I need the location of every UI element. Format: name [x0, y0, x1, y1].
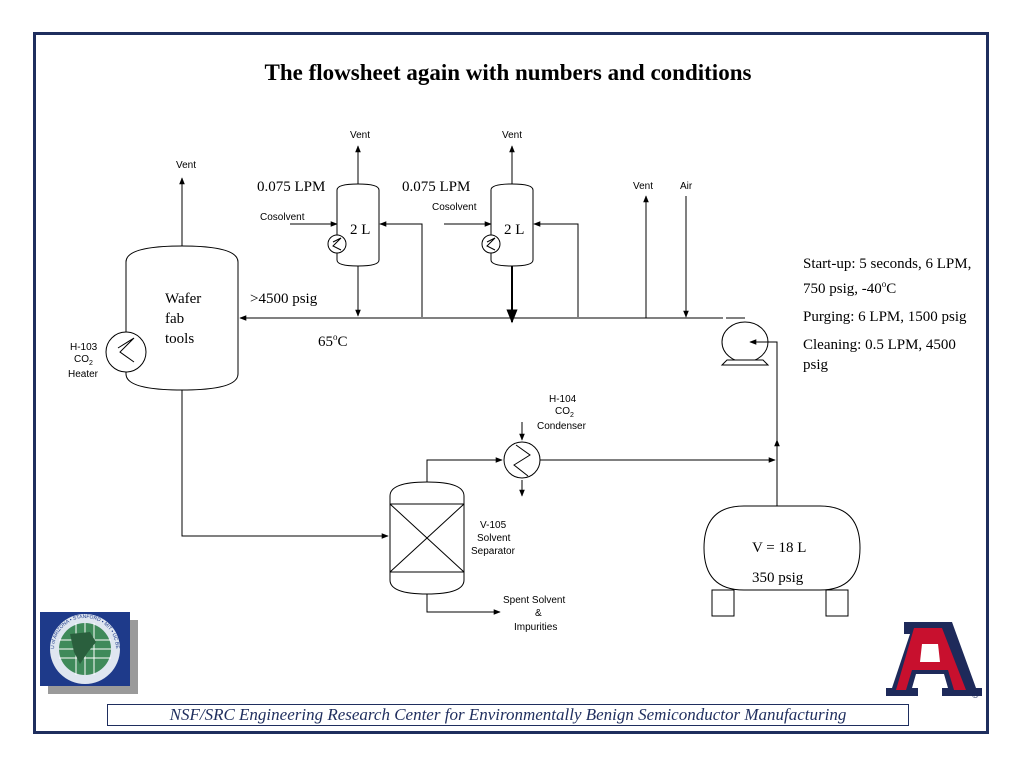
wafer-to-separator-line [181, 390, 389, 539]
spent-solvent-line [426, 594, 501, 615]
co2-storage-tank [703, 505, 861, 591]
h104-label-1: H-104 [549, 394, 577, 405]
vessel2-heater-symbol [481, 234, 501, 254]
wafer-vent-label: Vent [176, 160, 196, 171]
vessel1-cosolvent-label: Cosolvent [260, 212, 305, 223]
vessel1-return-line [379, 221, 423, 317]
vessel1-volume-label: 2 L [350, 222, 370, 238]
vessel2-return-line [533, 221, 579, 317]
vessel1-heater-symbol [327, 234, 347, 254]
vessel2-vent-label: Vent [502, 130, 522, 141]
v105-label-2: Solvent [477, 533, 511, 544]
wafer-label-3: tools [165, 331, 194, 347]
startup-note: Start-up: 5 seconds, 6 LPM, 750 psig, -4… [803, 256, 972, 297]
separator-to-condenser-line [426, 457, 503, 482]
spent-label-3: Impurities [514, 622, 557, 633]
cosolvent-vessel-2 [490, 183, 534, 267]
spent-label-1: Spent Solvent [503, 595, 565, 606]
vessel2-cosolvent-label: Cosolvent [432, 202, 477, 213]
pump-inlet-line [749, 339, 778, 440]
v105-label-1: V-105 [480, 520, 507, 531]
h104-label-3: Condenser [537, 421, 587, 432]
wafer-label-1: Wafer [165, 291, 201, 307]
vessel1-flow-label: 0.075 LPM [257, 179, 325, 195]
wafer-label-2: fab [165, 311, 184, 327]
spent-label-2: & [535, 608, 542, 619]
h103-label-1: H-103 [70, 342, 98, 353]
purging-note: Purging: 6 LPM, 1500 psig [803, 309, 967, 325]
pressure-label: >4500 psig [250, 291, 318, 307]
registered-mark: ® [972, 690, 979, 700]
air-label: Air [680, 181, 693, 192]
temperature-label: 65oC [318, 332, 348, 350]
vessel2-volume-label: 2 L [504, 222, 524, 238]
slide-title: The flowsheet again with numbers and con… [264, 60, 752, 85]
v105-label-3: Separator [471, 546, 516, 557]
slide-frame [33, 32, 989, 734]
tank-pressure-label: 350 psig [752, 570, 804, 586]
h103-heater-symbol [105, 331, 147, 373]
h104-label-2: CO2 [555, 406, 574, 419]
vessel1-vent-label: Vent [350, 130, 370, 141]
consortium-globe-logo: U of ARIZONA • STANFORD • MIT • UC BERKE… [40, 612, 138, 694]
university-a-logo: ® [886, 622, 982, 700]
wafer-fab-vessel [125, 245, 239, 391]
cosolvent-vessel-1 [336, 183, 380, 267]
cleaning-note: Cleaning: 0.5 LPM, 4500 psig [803, 337, 956, 373]
h103-label-2: CO2 [74, 354, 93, 367]
branch-vent-label: Vent [633, 181, 653, 192]
h103-label-3: Heater [68, 369, 99, 380]
tank-volume-label: V = 18 L [752, 540, 806, 556]
footer-banner: NSF/SRC Engineering Research Center for … [107, 704, 909, 726]
vessel2-flow-label: 0.075 LPM [402, 179, 470, 195]
operating-conditions-notes: Start-up: 5 seconds, 6 LPM, 750 psig, -4… [803, 254, 973, 383]
